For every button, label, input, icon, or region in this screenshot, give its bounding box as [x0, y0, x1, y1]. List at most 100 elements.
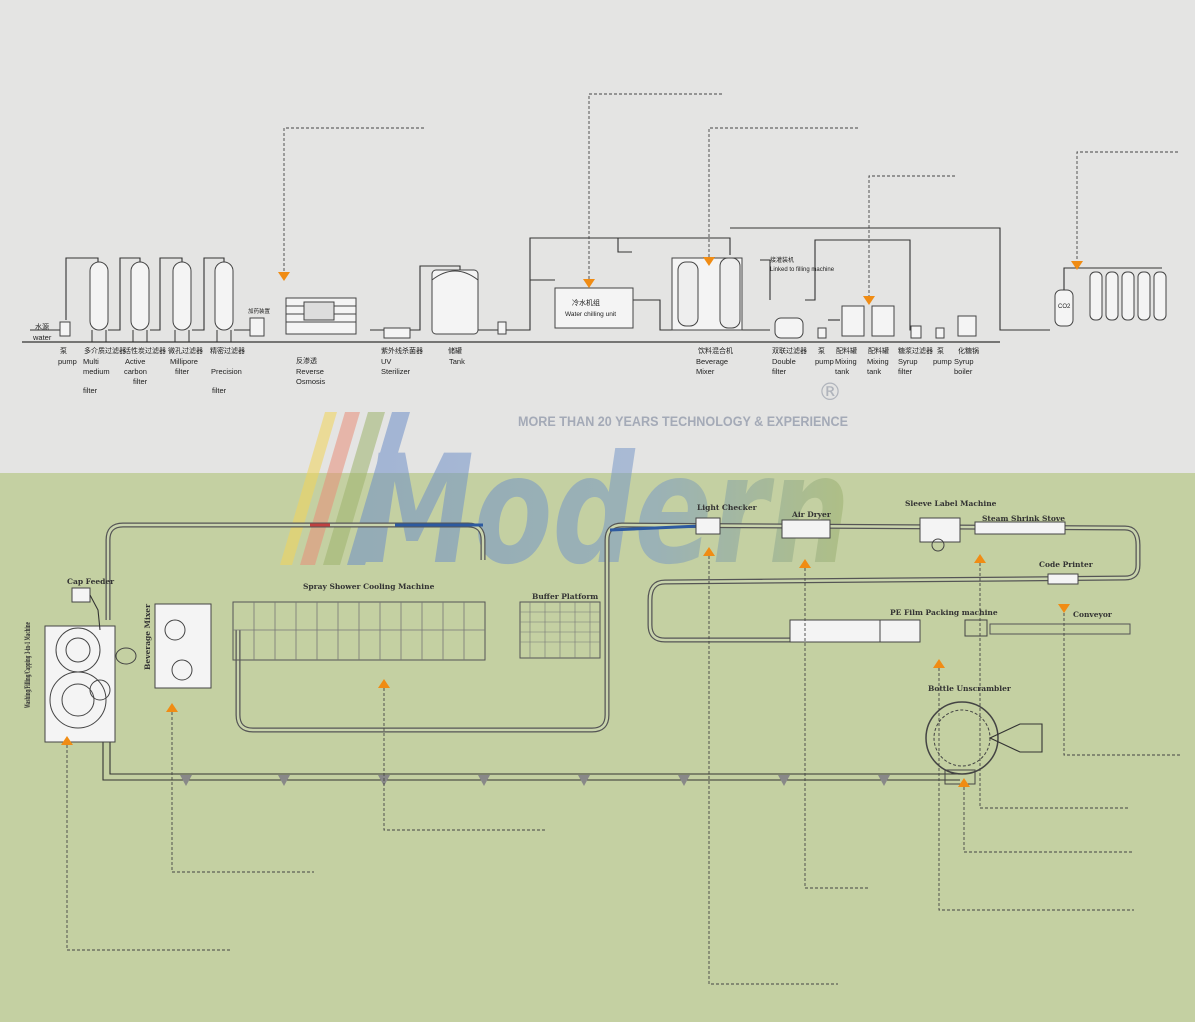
sleeve-label-machine-icon — [919, 517, 961, 543]
multi-media-filter-icon — [89, 261, 109, 331]
washing-machine-label-1: Washing/Filling/Capping 3-in-1 Machine — [23, 622, 32, 709]
arrow-marker — [583, 279, 595, 288]
mixing2-label2: tank — [867, 367, 881, 376]
mixing1-label: Mixing — [835, 357, 857, 366]
arrow-marker — [1071, 261, 1083, 270]
steam-shrink-stove-icon — [974, 521, 1066, 535]
mixer-label: Beverage — [696, 357, 728, 366]
arrow-marker — [1058, 604, 1070, 613]
uv-label: UV — [381, 357, 391, 366]
filling-line-section: Cap Feeder Spray Shower Cooling Machine … — [23, 499, 1180, 985]
air-dryer-icon — [781, 519, 831, 539]
dosing-device-label: 加药装置 — [248, 307, 271, 315]
water-chilling-unit-icon — [554, 287, 634, 329]
water-tank-icon — [431, 269, 479, 335]
arrow-marker — [974, 554, 986, 563]
uv-sterilizer-icon — [383, 327, 411, 339]
top-background — [0, 0, 1195, 473]
code-printer-label: Code Printer — [1039, 560, 1094, 569]
multi-filter-label3: filter — [83, 386, 98, 395]
uv-label-cn: 紫外线杀菌器 — [381, 346, 423, 355]
millipore-label: Millipore — [170, 357, 198, 366]
syrup-boiler-label: Syrup — [954, 357, 974, 366]
carbon-filter-label: Active — [125, 357, 145, 366]
mixing1-label2: tank — [835, 367, 849, 376]
syrup-filter-icon — [910, 325, 922, 339]
tank-label: Tank — [449, 357, 465, 366]
ro-label2: Osmosis — [296, 377, 325, 386]
chilling-label-cn: 冷水机组 — [572, 298, 600, 307]
double-filter-icon — [774, 317, 804, 339]
beverage-mixer-label: Beverage Mixer — [143, 603, 152, 670]
pump-label: pump — [58, 357, 77, 366]
mixer-label-cn: 饮料混合机 — [698, 346, 733, 355]
mixing1-label-cn: 配料罐 — [836, 346, 857, 355]
double-filter-label: Double — [772, 357, 796, 366]
uv-label2: Sterilizer — [381, 367, 411, 376]
multi-filter-label2: medium — [83, 367, 110, 376]
sleeve-label-label: Sleeve Label Machine — [905, 499, 997, 508]
dosing-device-icon — [249, 317, 265, 337]
precision-label-cn: 精密过滤器 — [210, 346, 245, 355]
conveyor-supports — [180, 775, 890, 786]
syrup-boiler-label-cn: 化糖锅 — [958, 346, 979, 355]
water-pump-icon — [59, 321, 71, 337]
light-checker-label: Light Checker — [697, 503, 758, 512]
registered-mark: ® — [818, 378, 842, 406]
syrup-filter-label: Syrup — [898, 357, 918, 366]
watermark-tagline: MORE THAN 20 YEARS TECHNOLOGY & EXPERIEN… — [518, 414, 848, 429]
filling-link-label: Linked to filling machine — [770, 267, 835, 273]
carbon-filter-label3: filter — [133, 377, 148, 386]
arrow-marker — [61, 736, 73, 745]
filling-link-label-cn: 接灌装机 — [770, 256, 794, 264]
arrow-marker — [166, 703, 178, 712]
water-source-label: water — [32, 333, 52, 342]
water-pump2-icon — [497, 321, 507, 335]
beverage-mixer-unit — [154, 603, 212, 689]
arrow-marker — [703, 257, 715, 266]
buffer-platform-label: Buffer Platform — [532, 592, 598, 601]
conveyor-label: Conveyor — [1073, 610, 1113, 619]
tank-label-cn: 储罐 — [448, 346, 462, 355]
double-filter-label2: filter — [772, 367, 787, 376]
carbon-filter-label-cn: 活性炭过滤器 — [124, 346, 166, 355]
steam-shrink-label: Steam Shrink Stove — [982, 514, 1065, 523]
mixing2-label: Mixing — [867, 357, 889, 366]
arrow-marker — [958, 778, 970, 787]
spray-cooling-label: Spray Shower Cooling Machine — [303, 582, 435, 591]
spray-cooling-grid — [233, 602, 485, 660]
conveyor-output — [989, 623, 1131, 635]
ro-label: Reverse — [296, 367, 324, 376]
multi-filter-label: Multi — [83, 357, 99, 366]
water-source-label-cn: 水源 — [35, 322, 49, 331]
millipore-label2: filter — [175, 367, 190, 376]
pump3-label: pump — [933, 357, 952, 366]
syrup-filter-label2: filter — [898, 367, 913, 376]
chilling-label: Water chilling unit — [565, 311, 616, 318]
multi-filter-label-cn: 多介质过滤器 — [84, 346, 126, 355]
pump2-label: pump — [815, 357, 834, 366]
cap-feeder-label: Cap Feeder — [67, 577, 115, 586]
cap-feeder-icon — [71, 587, 91, 603]
millipore-filter-icon — [172, 261, 192, 331]
arrow-marker — [703, 547, 715, 556]
precision-label2: filter — [212, 386, 227, 395]
pump2-icon — [817, 327, 827, 339]
light-checker-icon — [695, 517, 721, 535]
pump3-label-cn: 泵 — [937, 347, 944, 355]
arrow-marker — [863, 296, 875, 305]
mixing2-label-cn: 配料罐 — [868, 346, 889, 355]
syrup-boiler-label2: boiler — [954, 367, 973, 376]
bottom-background — [0, 473, 1195, 1022]
millipore-label-cn: 微孔过滤器 — [168, 346, 203, 355]
mixing-tank2-icon — [871, 305, 895, 337]
arrow-marker — [378, 679, 390, 688]
pump3-icon — [935, 327, 945, 339]
co2-label: CO2 — [1058, 304, 1071, 310]
arrow-marker — [799, 559, 811, 568]
bottle-unscrambler-icon — [925, 701, 999, 775]
bottle-unscrambler-label: Bottle Unscrambler — [928, 684, 1012, 693]
active-carbon-filter-icon — [130, 261, 150, 331]
modern-logo-watermark: Modern — [280, 412, 850, 598]
